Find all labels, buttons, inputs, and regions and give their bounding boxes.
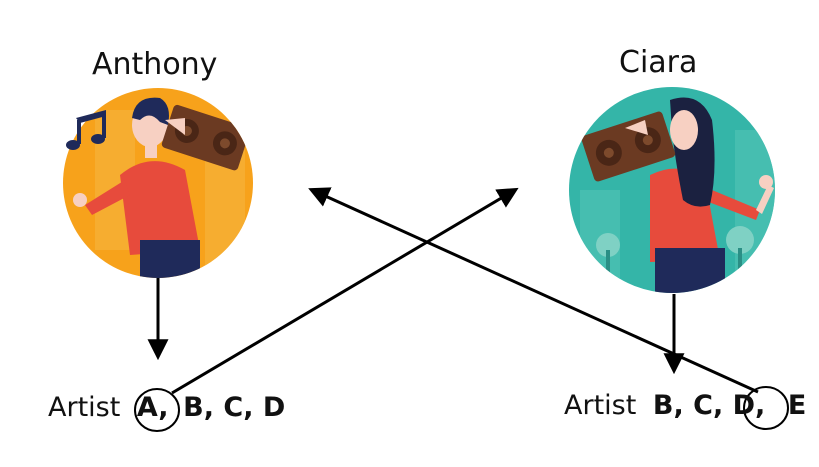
a-to-ciara-arrow [171, 187, 519, 395]
circle-a [134, 388, 180, 432]
ciara-boombox [581, 111, 676, 182]
ciara-head [670, 110, 698, 150]
artist-label: Artist [564, 390, 637, 421]
circle-e [743, 386, 789, 430]
anthony-name: Anthony [92, 47, 218, 82]
anthony-circled-item: A, [136, 392, 169, 423]
artist-label: Artist [48, 392, 121, 423]
anthony-pants [140, 240, 200, 278]
e-to-anthony-arrow [308, 187, 759, 394]
anthony-artist-list: Artist A, B, C, D [48, 392, 285, 423]
anthony-hair [132, 97, 169, 125]
anthony-avatar [63, 88, 253, 278]
ciara-artist-list: Artist B, C, D, E [564, 390, 806, 421]
anthony-shirt [120, 161, 200, 255]
ciara-name: Ciara [619, 45, 698, 80]
ciara-circled-item: E [787, 390, 807, 421]
ciara-pants [655, 248, 725, 293]
ciara-other-items: B, C, D, [652, 390, 766, 421]
ciara-avatar [569, 87, 775, 293]
anthony-other-items: B, C, D [183, 392, 286, 423]
music-note-icon [66, 110, 106, 150]
